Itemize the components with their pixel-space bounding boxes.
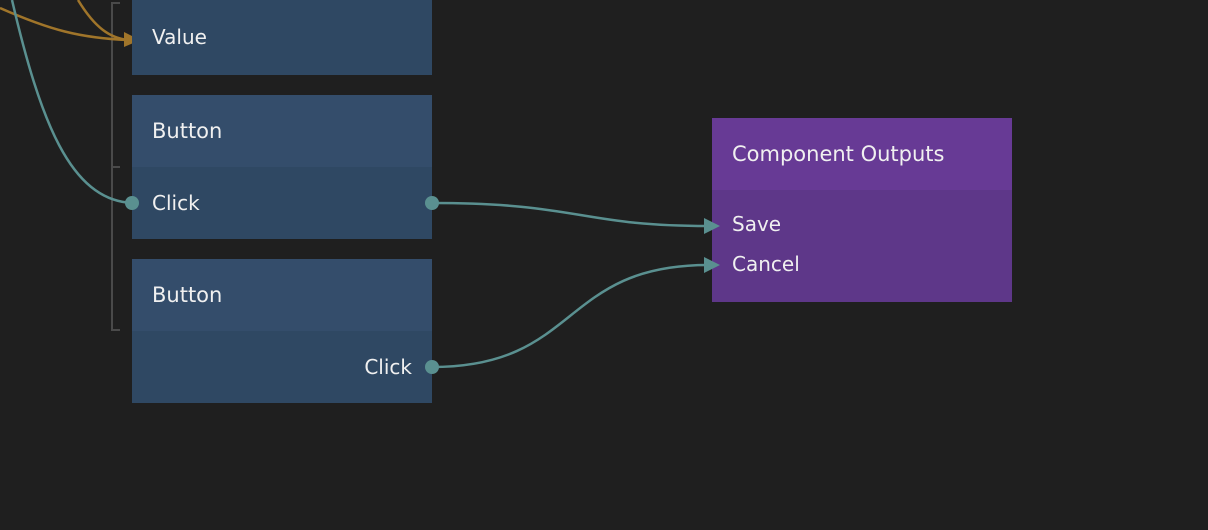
value-connection[interactable] [76,0,129,42]
node-body: Save Cancel [712,190,1012,302]
group-bracket [111,2,120,331]
node-title[interactable]: Button [132,95,432,167]
save-connection[interactable] [431,201,709,228]
cancel-connection[interactable] [431,263,709,369]
node-body: Value [132,0,432,75]
value-node[interactable]: Value [132,0,432,75]
node-title[interactable]: Component Outputs [712,118,1012,190]
node-body: Click [132,331,432,403]
click-connection[interactable] [10,0,133,205]
port-click-output[interactable]: Click [364,355,412,379]
node-body: Click [132,167,432,239]
port-save[interactable]: Save [732,212,782,236]
port-value[interactable]: Value [152,25,207,49]
button-node[interactable]: Button Click [132,95,432,239]
button-node[interactable]: Button Click [132,259,432,403]
port-cancel[interactable]: Cancel [732,252,800,276]
node-title[interactable]: Button [132,259,432,331]
component-outputs-node[interactable]: Component Outputs Save Cancel [712,118,1012,302]
port-click-input[interactable]: Click [152,191,200,215]
